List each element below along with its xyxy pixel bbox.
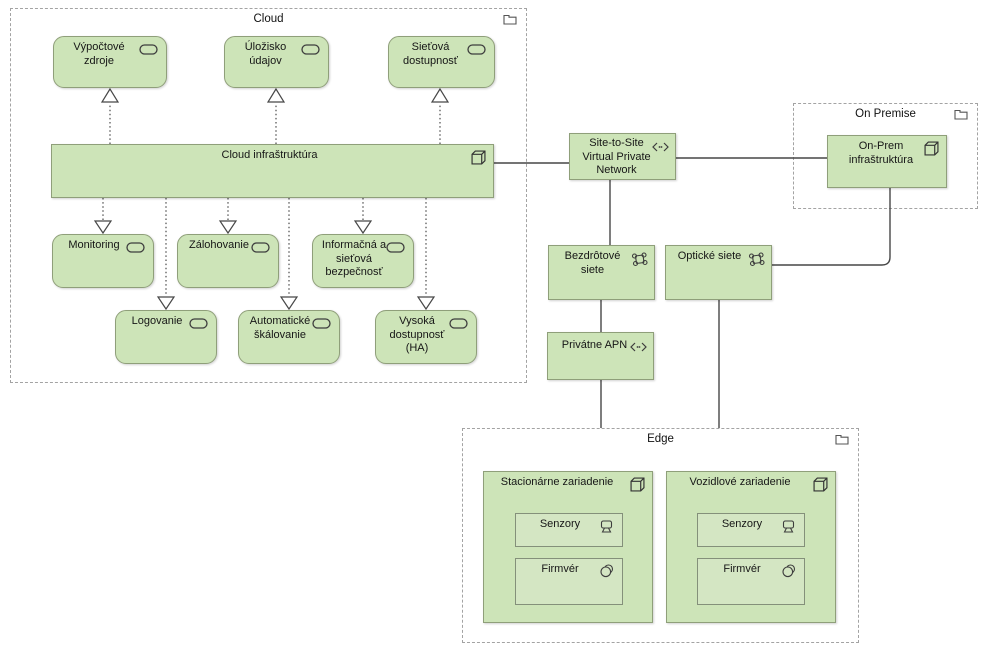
service-informacna-bezpecnost[interactable]: Informačná a sieťová bezpečnosť: [312, 234, 414, 288]
node-label: Vozidlové zariadenie: [689, 476, 791, 488]
system-software-firmver-stacionarne[interactable]: Firmvér: [515, 558, 623, 605]
node-cloud-infrastruktura[interactable]: Cloud infraštruktúra: [51, 144, 494, 198]
group-cloud-title: Cloud: [253, 13, 284, 25]
node-label: On-Prem infraštruktúra: [848, 140, 914, 166]
path-site-to-site-vpn[interactable]: Site-to-Site Virtual Private Network: [569, 133, 676, 180]
service-vysoka-dostupnost[interactable]: Vysoká dostupnosť (HA): [375, 310, 477, 364]
service-label: Výpočtové zdroje: [73, 41, 125, 67]
realization-arrowhead: [279, 296, 299, 311]
realization-arrowhead: [430, 87, 450, 103]
group-edge-title: Edge: [647, 433, 674, 445]
realization-arrowhead: [93, 220, 113, 235]
group-cloud[interactable]: Cloud: [10, 8, 527, 383]
system-software-label: Firmvér: [723, 563, 761, 575]
service-label: Automatické škálovanie: [249, 315, 311, 341]
service-monitoring[interactable]: Monitoring: [52, 234, 154, 288]
service-automaticke-skalovanie[interactable]: Automatické škálovanie: [238, 310, 340, 364]
system-software-firmver-vozidlove[interactable]: Firmvér: [697, 558, 805, 605]
realization-arrowhead: [156, 296, 176, 311]
node-label: Cloud infraštruktúra: [221, 149, 318, 161]
group-edge[interactable]: Edge: [462, 428, 859, 643]
group-on-premise-title: On Premise: [855, 108, 916, 120]
service-label: Úložisko údajov: [244, 41, 287, 67]
service-label: Sieťová dostupnosť: [403, 41, 458, 67]
service-zalohovanie[interactable]: Zálohovanie: [177, 234, 279, 288]
device-senzory-stacionarne[interactable]: Senzory: [515, 513, 623, 547]
service-label: Logovanie: [131, 315, 183, 327]
realization-arrowhead: [416, 296, 436, 311]
path-label: Site-to-Site Virtual Private Network: [582, 137, 651, 176]
service-vypoctove-zdroje[interactable]: Výpočtové zdroje: [53, 36, 167, 88]
realization-arrowhead: [100, 87, 120, 103]
service-logovanie[interactable]: Logovanie: [115, 310, 217, 364]
realization-arrowhead: [266, 87, 286, 103]
connector-opticke-onprem[interactable]: [772, 188, 891, 266]
group-on-premise[interactable]: On Premise: [793, 103, 978, 209]
network-label: Optické siete: [677, 250, 742, 262]
folder-icon: [503, 14, 517, 25]
service-label: Informačná a sieťová bezpečnosť: [321, 239, 387, 278]
network-bezdrotove-siete[interactable]: Bezdrôtové siete: [548, 245, 655, 300]
service-label: Zálohovanie: [189, 239, 249, 251]
device-senzory-vozidlove[interactable]: Senzory: [697, 513, 805, 547]
service-label: Monitoring: [68, 239, 120, 251]
path-label: Privátne APN: [561, 339, 628, 351]
folder-icon: [954, 109, 968, 120]
realization-arrowhead: [353, 220, 373, 235]
device-label: Senzory: [539, 518, 581, 530]
service-label: Vysoká dostupnosť (HA): [389, 315, 445, 354]
service-ulozisko-udajov[interactable]: Úložisko údajov: [224, 36, 329, 88]
device-label: Senzory: [721, 518, 763, 530]
network-opticke-siete[interactable]: Optické siete: [665, 245, 772, 300]
folder-icon: [835, 434, 849, 445]
path-privatne-apn[interactable]: Privátne APN: [547, 332, 654, 380]
node-onprem-infrastruktura[interactable]: On-Prem infraštruktúra: [827, 135, 947, 188]
system-software-label: Firmvér: [541, 563, 579, 575]
service-sietova-dostupnost[interactable]: Sieťová dostupnosť: [388, 36, 495, 88]
network-label: Bezdrôtové siete: [564, 250, 621, 276]
realization-arrowhead: [218, 220, 238, 235]
node-label: Stacionárne zariadenie: [500, 476, 614, 488]
